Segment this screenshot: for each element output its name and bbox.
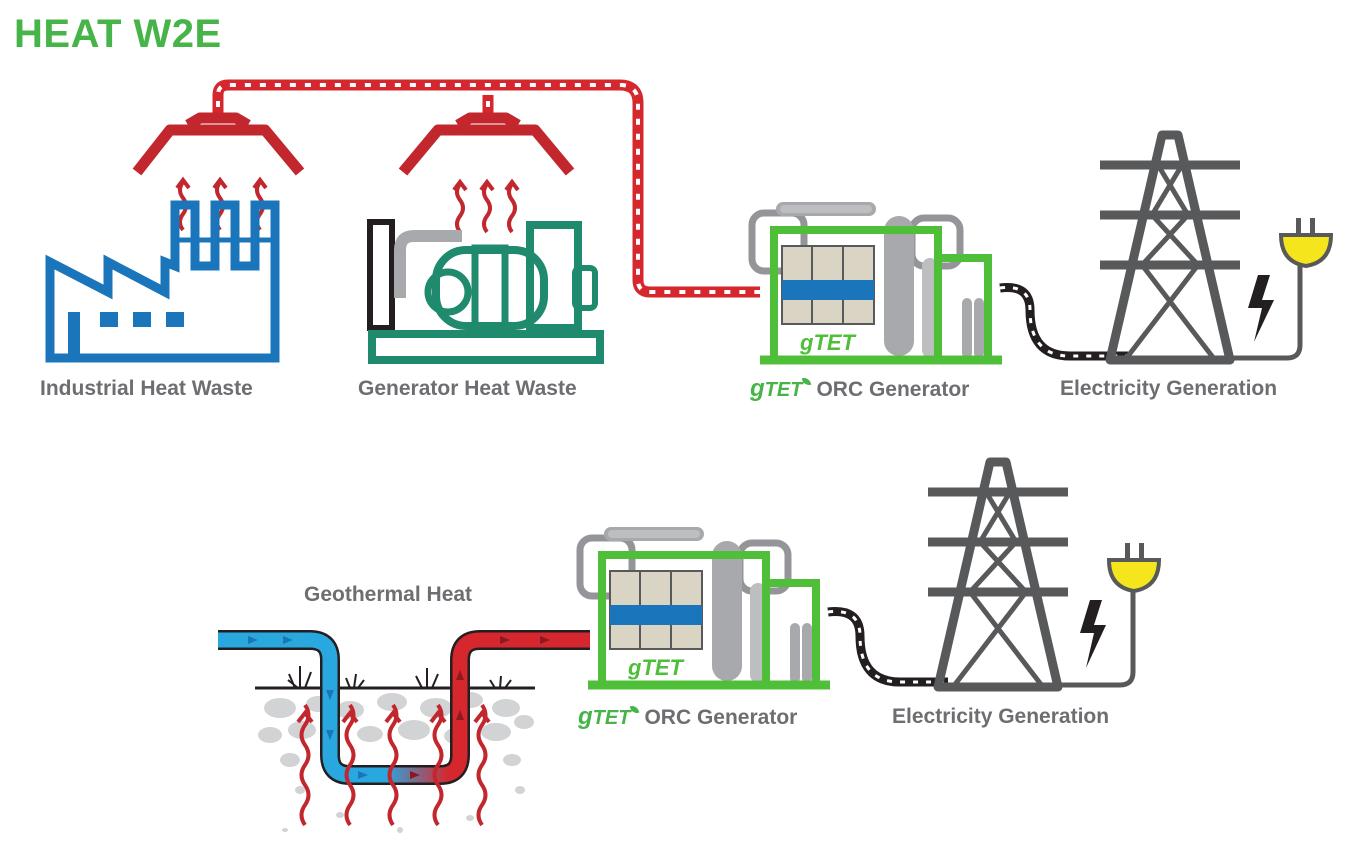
leaf-icon — [802, 376, 812, 387]
power-cable — [827, 607, 948, 687]
label-electricity-generation-top: Electricity Generation — [1060, 377, 1278, 400]
lightning-icon — [1248, 275, 1274, 342]
leaf-icon — [630, 704, 640, 715]
geothermal-pipe-icon — [218, 630, 590, 785]
transmission-tower-icon — [928, 462, 1068, 687]
label-orc-generator-top: gTET ORC Generator — [750, 375, 969, 403]
orc-generator-icon — [752, 202, 1002, 360]
brand-g: g — [578, 703, 593, 730]
brand-tet: TET — [592, 707, 631, 729]
label-geothermal-heat: Geothermal Heat — [304, 583, 473, 606]
orc-suffix: ORC Generator — [816, 378, 970, 401]
factory-windows — [68, 312, 184, 358]
plug-icon — [1058, 543, 1162, 688]
label-industrial-heat-waste: Industrial Heat Waste — [40, 377, 253, 400]
heat-hood-icon — [398, 112, 575, 176]
generator-icon — [367, 219, 604, 364]
label-electricity-generation-bottom: Electricity Generation — [892, 705, 1110, 728]
orc-suffix: ORC Generator — [644, 706, 798, 729]
grass-icon — [287, 666, 512, 689]
heat-hood-icon — [132, 112, 305, 176]
brand-g: g — [750, 375, 765, 402]
label-generator-heat-waste: Generator Heat Waste — [358, 377, 577, 400]
plug-icon — [1225, 218, 1334, 361]
power-cable — [999, 282, 1128, 361]
orc-generator-icon — [580, 527, 830, 685]
factory-icon — [45, 200, 280, 363]
rising-heat-icon — [296, 703, 491, 827]
transmission-tower-icon — [1100, 135, 1240, 360]
brand-tet: TET — [764, 379, 803, 401]
page-title: HEAT W2E — [14, 12, 222, 56]
lightning-icon — [1080, 600, 1106, 668]
label-orc-generator-bottom: gTET ORC Generator — [578, 703, 797, 731]
